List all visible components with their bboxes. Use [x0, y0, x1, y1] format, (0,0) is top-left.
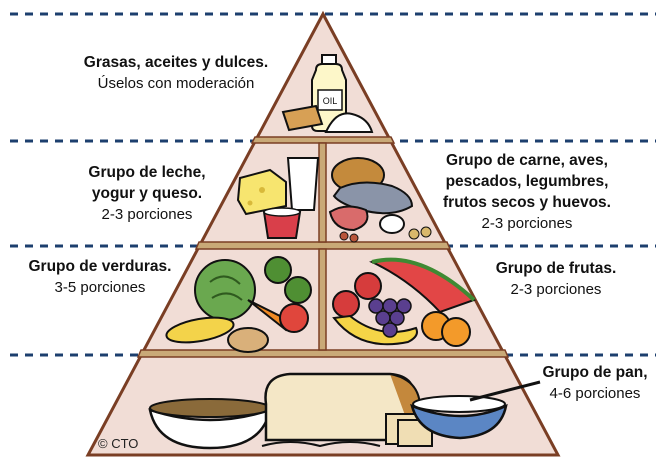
- nut-icon: [408, 228, 420, 240]
- fats-subtitle: Úselos con moderación: [97, 75, 255, 92]
- vegetables-illustration: [165, 256, 312, 353]
- divider-milk-meat: [318, 142, 327, 243]
- protein-illustration: [328, 157, 432, 243]
- bean-icon: [349, 233, 359, 243]
- orange-icon: [441, 317, 471, 347]
- cheese-hole: [259, 187, 265, 193]
- cabbage-veins: [209, 275, 243, 301]
- fruits-label: Grupo de frutas. 2-3 porciones: [476, 258, 636, 300]
- pasta-icon: [261, 441, 381, 448]
- sugar-pile: [324, 112, 374, 133]
- egg-icon: [379, 214, 405, 234]
- broccoli-icon: [284, 276, 312, 304]
- bread-label: Grupo de pan, 4-6 porciones: [530, 362, 660, 404]
- rice-icon: [412, 395, 506, 413]
- divider-veg-fruit: [318, 248, 327, 351]
- dairy-illustration: [236, 157, 320, 239]
- cereal-bowl-icon: [148, 408, 272, 450]
- oil-label-box: [317, 89, 343, 111]
- tier-band-3: [136, 349, 510, 358]
- cabbage-icon: [194, 259, 256, 321]
- watermelon-rind: [371, 257, 476, 302]
- grapes-icon: [368, 298, 412, 338]
- tomato-icon: [279, 303, 309, 333]
- nut-icon: [420, 226, 432, 238]
- vegetables-subtitle: 3-5 porciones: [54, 279, 146, 296]
- milk-subtitle: 2-3 porciones: [101, 206, 193, 223]
- corn-icon: [165, 316, 235, 344]
- copyright-credit: © CTO: [98, 436, 139, 451]
- fish-icon: [332, 181, 414, 215]
- rice-bowl-icon: [410, 403, 508, 440]
- grains-illustration: [148, 372, 541, 450]
- tier-band-1: [250, 136, 396, 144]
- cereal-icon: [149, 398, 271, 418]
- vegetables-title: Grupo de verduras.: [28, 258, 172, 275]
- butter-stick: [281, 104, 324, 132]
- broccoli-icon: [264, 256, 292, 284]
- milk-label: Grupo de leche, yogur y queso. 2-3 porci…: [72, 162, 222, 225]
- meat-label: Grupo de carne, aves, pescados, legumbre…: [412, 150, 642, 234]
- apple-icon: [354, 272, 382, 300]
- milk-glass-icon: [286, 157, 320, 211]
- yogurt-lid: [263, 207, 301, 217]
- chopsticks-icon: [469, 380, 541, 402]
- fats-oils-sweets-illustration: OIL: [281, 54, 374, 133]
- vegetables-label: Grupo de verduras. 3-5 porciones: [10, 256, 190, 298]
- meat-subtitle: 2-3 porciones: [481, 215, 573, 232]
- meat-title-line1: Grupo de carne, aves,: [446, 152, 608, 169]
- fruits-illustration: [332, 257, 476, 347]
- milk-title-line1: Grupo de leche,: [88, 164, 206, 181]
- apple-icon: [332, 290, 360, 318]
- steak-icon: [328, 205, 369, 232]
- bread-subtitle: 4-6 porciones: [549, 385, 641, 402]
- meat-title-line3: frutos secos y huevos.: [443, 194, 611, 211]
- banana-icon: [332, 314, 418, 346]
- oil-label-text: OIL: [323, 96, 338, 106]
- tier-bands: [136, 136, 510, 358]
- meat-title-line2: pescados, legumbres,: [445, 173, 609, 190]
- tier-band-2: [194, 241, 452, 250]
- tier-vertical-dividers: [318, 142, 327, 351]
- cheese-hole: [247, 200, 253, 206]
- fats-label: Grasas, aceites y dulces. Úselos con mod…: [66, 52, 286, 94]
- milk-title-line2: yogur y queso.: [91, 185, 203, 202]
- fats-title: Grasas, aceites y dulces.: [83, 54, 269, 71]
- fruits-subtitle: 2-3 porciones: [510, 281, 602, 298]
- potato-icon: [227, 327, 269, 353]
- bean-icon: [339, 231, 349, 241]
- fruits-title: Grupo de frutas.: [495, 260, 617, 277]
- bread-title: Grupo de pan,: [542, 364, 648, 381]
